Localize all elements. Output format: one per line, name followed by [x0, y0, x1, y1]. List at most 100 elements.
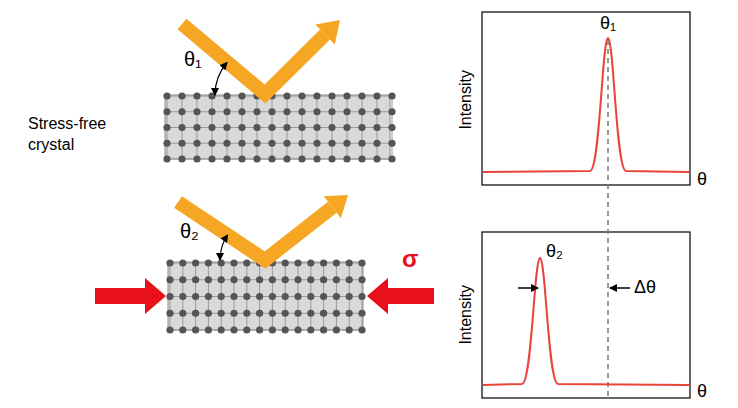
atom: [238, 92, 245, 99]
atom: [282, 310, 289, 317]
atom-lattice: [163, 92, 395, 333]
atom: [346, 259, 353, 266]
atom: [313, 155, 320, 162]
atom: [268, 108, 275, 115]
atom: [320, 310, 327, 317]
atom: [193, 108, 200, 115]
atom: [358, 124, 365, 131]
atom: [328, 140, 335, 147]
atom: [320, 326, 327, 333]
atom: [230, 259, 237, 266]
atom: [283, 124, 290, 131]
atom: [358, 108, 365, 115]
lattice-line: [167, 96, 392, 97]
atom: [343, 155, 350, 162]
lattice-line: [167, 159, 392, 160]
atom: [298, 108, 305, 115]
atom: [298, 155, 305, 162]
atom: [307, 276, 314, 283]
atom: [268, 155, 275, 162]
atom: [205, 310, 212, 317]
atom: [208, 124, 215, 131]
atom: [243, 276, 250, 283]
atom: [298, 140, 305, 147]
atom: [343, 124, 350, 131]
atom: [166, 259, 173, 266]
atom: [328, 108, 335, 115]
atom: [205, 259, 212, 266]
atom: [218, 293, 225, 300]
atom: [313, 92, 320, 99]
atom: [294, 326, 301, 333]
atom: [178, 155, 185, 162]
atom: [179, 293, 186, 300]
stress-arrow: [386, 288, 434, 304]
x-ray-beam: [182, 24, 325, 94]
atom: [256, 310, 263, 317]
atom: [388, 124, 395, 131]
atom: [218, 276, 225, 283]
atom: [373, 124, 380, 131]
atom: [253, 155, 260, 162]
atom: [298, 124, 305, 131]
atom: [358, 293, 365, 300]
atom: [178, 124, 185, 131]
atom: [243, 259, 250, 266]
atom: [163, 140, 170, 147]
atom: [373, 92, 380, 99]
atom: [283, 140, 290, 147]
axis-label: θ: [697, 170, 707, 190]
atom: [223, 108, 230, 115]
atom: [193, 124, 200, 131]
atom: [179, 326, 186, 333]
atom: [307, 293, 314, 300]
atom: [193, 92, 200, 99]
crystal-body: [168, 262, 363, 330]
atom: [178, 108, 185, 115]
atom: [223, 155, 230, 162]
atom: [358, 326, 365, 333]
atom: [388, 155, 395, 162]
atom: [243, 310, 250, 317]
atom: [343, 108, 350, 115]
atom: [346, 326, 353, 333]
atom: [358, 310, 365, 317]
atom: [178, 140, 185, 147]
atom: [192, 276, 199, 283]
peak-label: θ₁: [600, 14, 616, 34]
atom: [238, 124, 245, 131]
atom: [192, 293, 199, 300]
atom: [373, 155, 380, 162]
atom: [253, 140, 260, 147]
axis-label: θ: [697, 382, 707, 402]
atom: [238, 140, 245, 147]
atom: [268, 140, 275, 147]
beam-arrowhead: [324, 195, 348, 218]
atom: [346, 310, 353, 317]
atom: [205, 326, 212, 333]
atom: [163, 92, 170, 99]
stress-arrowhead: [367, 278, 388, 314]
diffraction-peak: [483, 38, 689, 172]
atom: [307, 259, 314, 266]
atom: [223, 92, 230, 99]
atom: [282, 326, 289, 333]
atom: [283, 155, 290, 162]
atom: [294, 310, 301, 317]
atom: [320, 276, 327, 283]
plot-frame: [482, 232, 690, 398]
angle-arc: [215, 63, 227, 96]
atom: [166, 326, 173, 333]
atom: [358, 155, 365, 162]
atom: [253, 124, 260, 131]
atom: [358, 259, 365, 266]
atom: [268, 124, 275, 131]
angle-label: θ₂: [180, 220, 199, 242]
atom: [178, 92, 185, 99]
atom: [256, 326, 263, 333]
atom: [179, 276, 186, 283]
atom: [313, 124, 320, 131]
stress-arrowhead: [145, 278, 166, 314]
plot-frame: [482, 12, 690, 185]
